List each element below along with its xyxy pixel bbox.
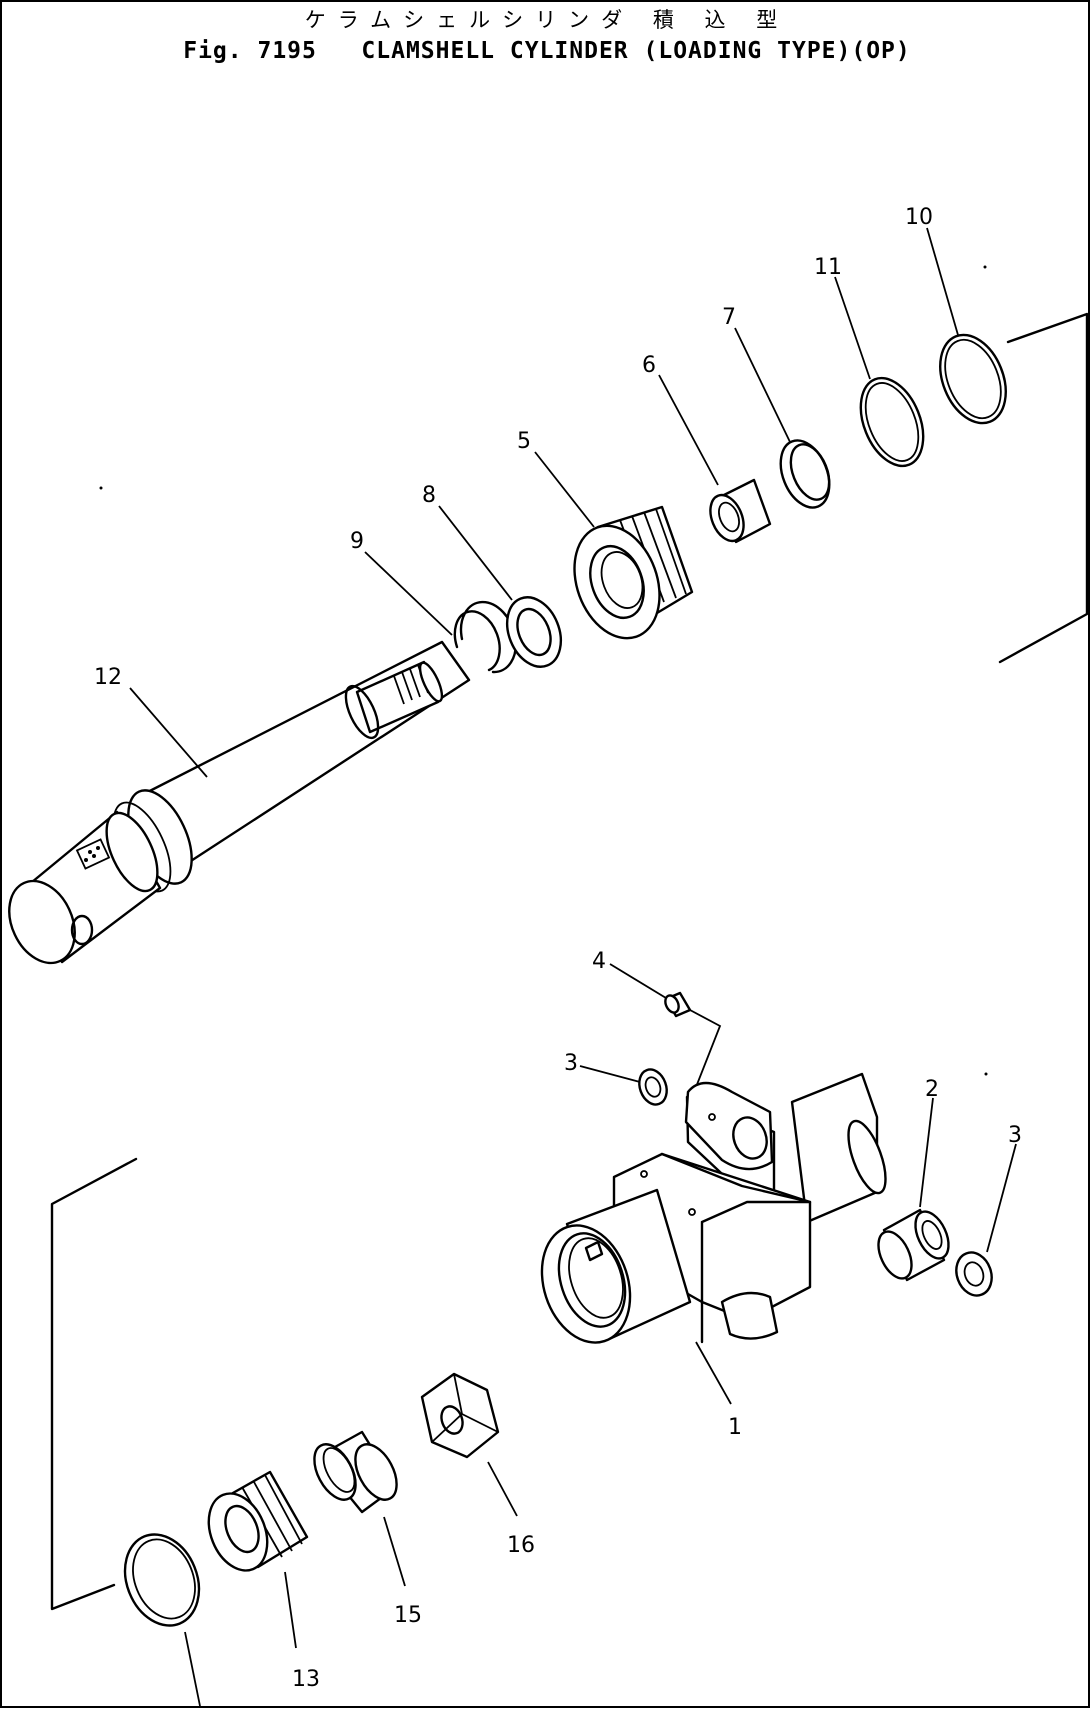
callout-7: 7 xyxy=(722,305,736,330)
packing-ring xyxy=(779,439,831,509)
piston xyxy=(207,1470,309,1572)
seal-ring xyxy=(505,596,563,668)
lower-assembly-bracket xyxy=(50,1157,138,1611)
callout-8: 8 xyxy=(422,483,436,508)
hex-nut xyxy=(420,1372,500,1459)
leader-lines xyxy=(129,227,1017,1707)
japanese-title: ケラムシェルシリンダ 積 込 型 xyxy=(304,8,790,32)
callout-11: 11 xyxy=(814,255,842,280)
callout-4: 4 xyxy=(592,949,606,974)
piston-ring xyxy=(123,1533,201,1627)
washer-3a xyxy=(638,1068,668,1106)
washer-3b xyxy=(955,1251,993,1297)
backup-ring-10 xyxy=(939,333,1007,425)
grease-fitting xyxy=(664,991,692,1018)
callout-3b: 3 xyxy=(1008,1123,1022,1148)
callout-6: 6 xyxy=(642,353,656,378)
callout-13: 13 xyxy=(292,1667,320,1692)
rod-head xyxy=(573,505,694,640)
callout-numbers: 10 11 7 6 5 8 9 12 4 3 2 3 1 16 15 13 xyxy=(94,205,1022,1692)
wear-ring xyxy=(313,1430,398,1514)
figure-title: Fig. 7195 CLAMSHELL CYLINDER (LOADING TY… xyxy=(183,38,911,64)
callout-10: 10 xyxy=(905,205,933,230)
piston-rod xyxy=(8,640,471,965)
o-ring-11 xyxy=(859,376,925,468)
callout-2: 2 xyxy=(925,1077,939,1102)
callout-1: 1 xyxy=(728,1415,742,1440)
callout-3a: 3 xyxy=(564,1051,578,1076)
cylinder-body xyxy=(540,1072,887,1344)
pin-bushing xyxy=(877,1208,950,1282)
callout-9: 9 xyxy=(350,529,364,554)
callout-15: 15 xyxy=(394,1603,422,1628)
bushing xyxy=(709,478,772,544)
snap-ring xyxy=(453,600,517,674)
upper-assembly-bracket xyxy=(998,312,1089,664)
callout-12: 12 xyxy=(94,665,122,690)
callout-16: 16 xyxy=(507,1533,535,1558)
callout-5: 5 xyxy=(517,429,531,454)
